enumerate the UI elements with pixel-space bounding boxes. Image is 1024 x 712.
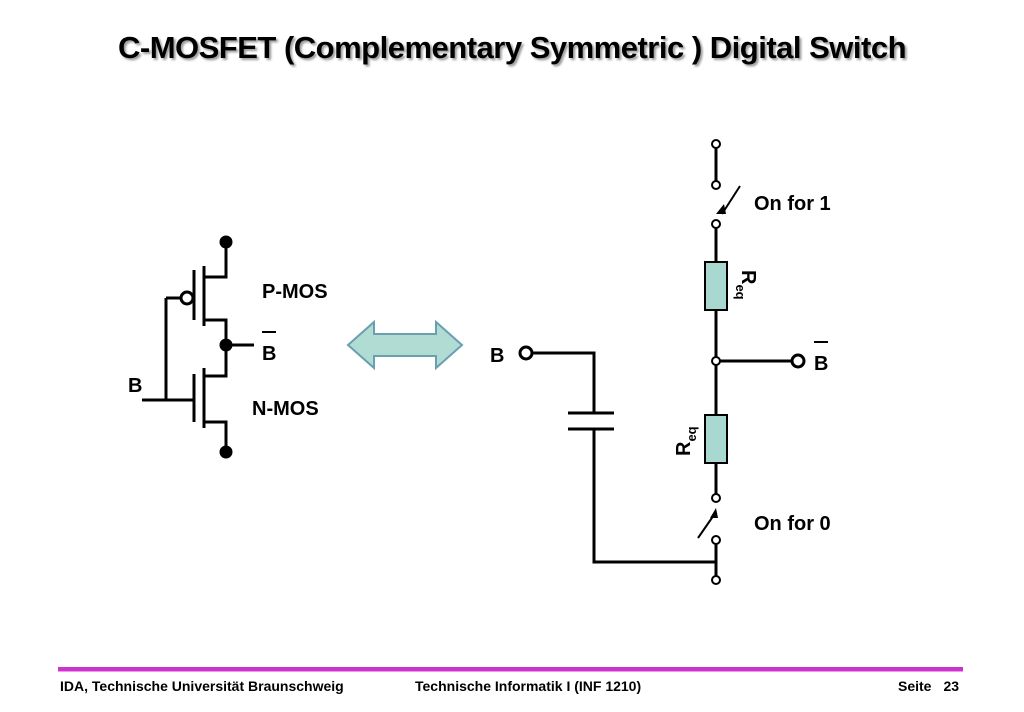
resistor-lower-label: Req <box>673 426 699 456</box>
footer-institution: IDA, Technische Universität Braunschweig <box>60 678 344 694</box>
b-not-label: B <box>262 343 276 365</box>
gnd-terminal <box>219 445 233 459</box>
switch-input-terminal <box>518 345 534 361</box>
bottom-terminal <box>711 575 721 585</box>
cmos-inverter <box>142 235 254 459</box>
switch-input-label: B <box>490 345 504 367</box>
footer-page: Seite 23 <box>898 678 959 694</box>
resistor-upper-label: Req <box>733 270 759 300</box>
b-input-label: B <box>128 375 142 397</box>
switch2-arrowhead <box>710 508 718 518</box>
pmos-label: P-MOS <box>262 281 328 303</box>
pmos-source-wire <box>204 242 228 279</box>
page-title: C-MOSFET (Complementary Symmetric ) Digi… <box>117 30 907 65</box>
on-for-0-label: On for 0 <box>754 513 831 535</box>
switch1-bottom-contact <box>711 219 721 229</box>
nmos-drain-wire <box>204 345 228 378</box>
nmos-source-wire <box>204 420 228 452</box>
switch-output-label: B <box>814 353 828 375</box>
output-terminal <box>790 353 806 369</box>
footer-course: Technische Informatik I (INF 1210) <box>415 678 642 694</box>
pmos-drain-wire <box>204 318 228 345</box>
resistor-lower <box>704 414 728 464</box>
on-for-1-label: On for 1 <box>754 193 831 215</box>
switch1-arrowhead <box>716 204 726 214</box>
svg-text:Req: Req <box>673 426 699 456</box>
switch2-top-contact <box>711 493 721 503</box>
resistor-upper <box>704 261 728 311</box>
page-label: Seite <box>898 678 932 694</box>
mid-node <box>711 356 721 366</box>
nmos-label: N-MOS <box>252 398 319 420</box>
top-terminal <box>711 139 721 149</box>
gate-wire <box>592 429 716 564</box>
equivalence-arrow <box>346 319 464 371</box>
page-number: 23 <box>943 678 960 694</box>
switch-model <box>518 139 806 585</box>
switch1-top-contact <box>711 180 721 190</box>
pmos-bubble <box>179 290 195 306</box>
input-wire <box>532 351 596 413</box>
switch2-bottom-contact <box>711 535 721 545</box>
svg-text:Req: Req <box>733 270 759 300</box>
footer-divider <box>58 667 963 672</box>
